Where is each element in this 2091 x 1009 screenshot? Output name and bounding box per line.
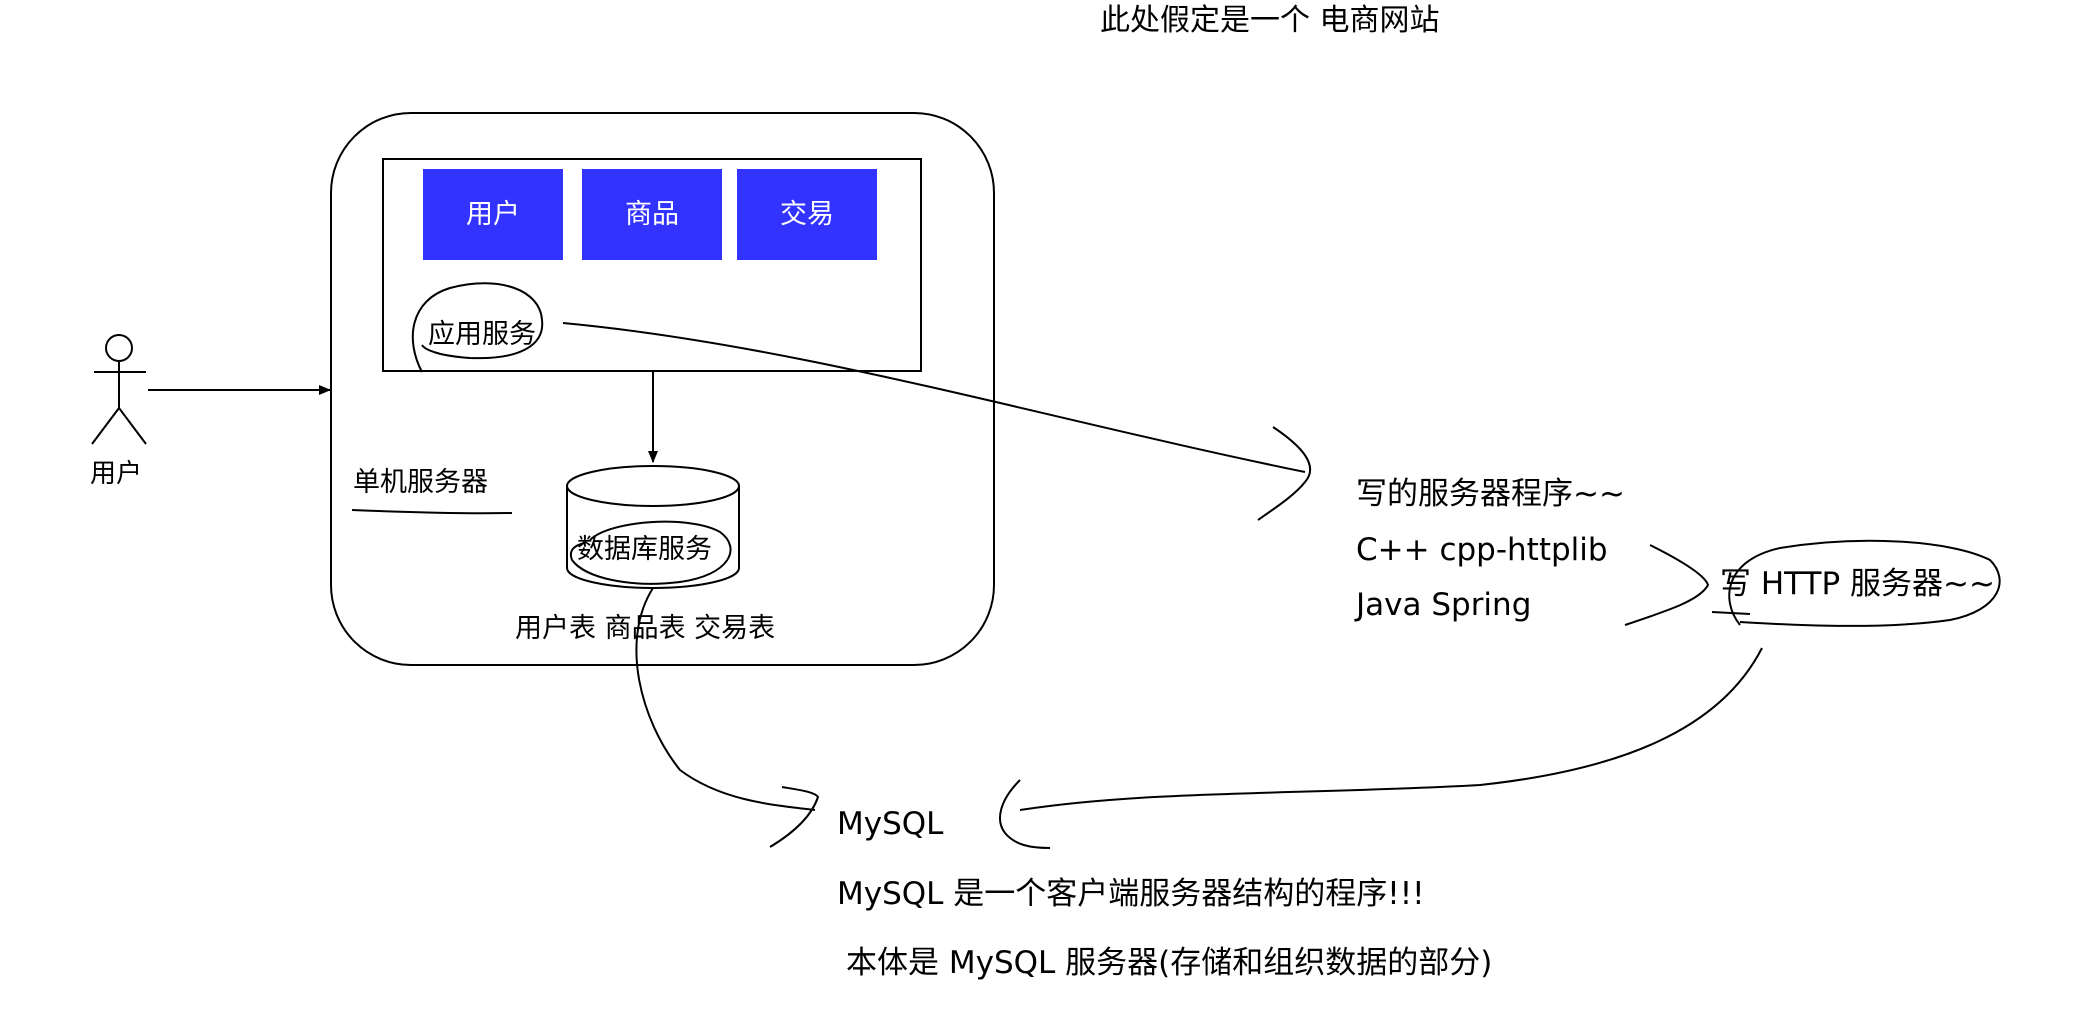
user-actor	[91, 334, 147, 445]
single-server-box	[330, 112, 995, 666]
db-service-circle-annotation	[569, 520, 732, 585]
note-mysql-line2: 本体是 MySQL 服务器(存储和组织数据的部分)	[846, 945, 1492, 981]
http-to-mysql-curve	[1019, 647, 1763, 811]
note-mysql-name: MySQL	[837, 806, 944, 842]
brace-mysql-right	[999, 779, 1051, 849]
db-to-mysql-curve	[635, 587, 816, 811]
brace-http-server	[1624, 544, 1710, 626]
brace-server-program	[1257, 426, 1312, 521]
module-product: 商品	[582, 169, 722, 260]
server-label-underline	[351, 509, 513, 515]
module-trade-label: 交易	[780, 199, 834, 230]
http-server-tick-mark	[1711, 611, 1751, 615]
note-http-server: 写 HTTP 服务器~~	[1720, 566, 1995, 602]
brace-mysql-left	[769, 786, 820, 848]
actor-head-icon	[105, 334, 133, 362]
database-cylinder-icon	[566, 465, 740, 589]
http-server-circle-annotation	[1728, 539, 2001, 627]
module-user-label: 用户	[466, 199, 520, 230]
note-server-program-line1: 写的服务器程序~~	[1356, 476, 1625, 512]
note-server-program-line3: Java Spring	[1354, 587, 1531, 623]
app-to-note-curve	[562, 322, 1306, 473]
db-tables-label: 用户表 商品表 交易表	[515, 613, 775, 644]
db-service-label: 数据库服务	[577, 534, 712, 565]
module-product-label: 商品	[625, 199, 679, 230]
app-service-label: 应用服务	[428, 319, 536, 350]
single-server-label: 单机服务器	[353, 467, 488, 498]
module-user: 用户	[423, 169, 563, 260]
app-service-circle-annotation	[411, 282, 544, 373]
note-server-program-line2: C++ cpp-httplib	[1356, 532, 1608, 568]
note-mysql-line1: MySQL 是一个客户端服务器结构的程序!!!	[837, 876, 1425, 912]
actor-label: 用户	[90, 459, 142, 489]
diagram-title: 此处假定是一个 电商网站	[1100, 3, 1440, 38]
module-trade: 交易	[737, 169, 877, 260]
